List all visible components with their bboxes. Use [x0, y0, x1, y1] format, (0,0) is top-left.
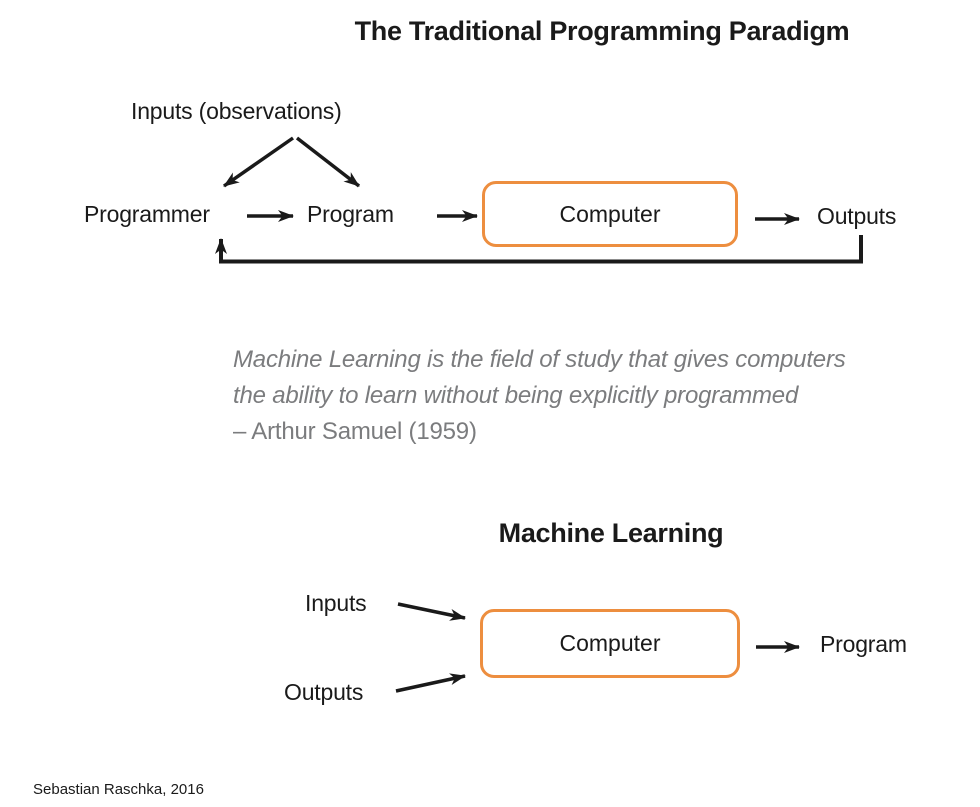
computer-box-ml: Computer [480, 609, 740, 678]
arrow-inputs-to-computer [397, 602, 466, 621]
arrow-outputs-to-computer [395, 673, 466, 693]
machine-learning-title: Machine Learning [498, 518, 724, 548]
traditional-paradigm-title: The Traditional Programming Paradigm [354, 16, 850, 46]
programmer-label: Programmer [84, 201, 210, 227]
inputs-observations-label: Inputs (observations) [131, 98, 342, 124]
ml-outputs-label: Outputs [284, 679, 364, 705]
arrow-inputs-to-programmer [223, 136, 294, 188]
outputs-label: Outputs [817, 203, 897, 229]
computer-box-traditional: Computer [482, 181, 738, 247]
computer-label-ml: Computer [559, 630, 661, 656]
ml-inputs-label: Inputs [305, 590, 367, 616]
quote-line-1: Machine Learning is the field of study t… [233, 346, 846, 373]
quote-attribution: – Arthur Samuel (1959) [233, 418, 477, 445]
arrow-feedback-outputs-to-programmer [215, 235, 863, 264]
program-label: Program [307, 201, 394, 227]
arrow-inputs-to-program [295, 136, 361, 188]
quote-line-2: the ability to learn without being expli… [233, 382, 799, 409]
computer-label-traditional: Computer [559, 200, 661, 227]
arthur-samuel-quote: Machine Learning is the field of study t… [233, 342, 963, 450]
author-credit: Sebastian Raschka, 2016 [33, 781, 204, 798]
ml-program-label: Program [820, 631, 907, 657]
